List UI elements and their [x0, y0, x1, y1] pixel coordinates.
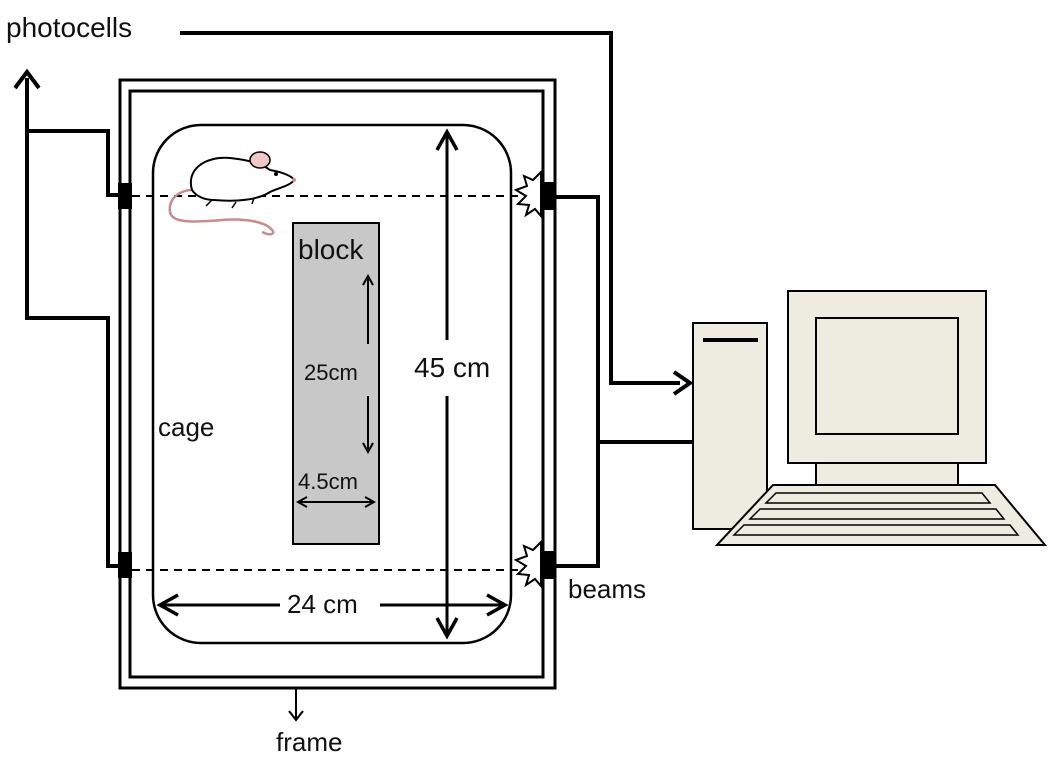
frame [118, 78, 557, 690]
photocell-wires-right [180, 31, 694, 568]
block-label: block [298, 234, 364, 265]
cage-outline [151, 123, 513, 645]
computer-stand [815, 462, 959, 486]
mouse-icon [168, 151, 296, 236]
desktop-computer-icon [692, 290, 1048, 546]
photocell-receiver-top [541, 182, 555, 210]
beams-label: beams [568, 574, 646, 604]
photocell-emitter-top [118, 183, 132, 209]
photocell-wires-left [13, 68, 118, 568]
cage-label: cage [158, 412, 214, 442]
block-length-label: 25cm [304, 360, 358, 385]
computer-keyboard [714, 484, 1048, 546]
block-width-label: 4.5cm [298, 469, 358, 494]
photocells-label: photocells [6, 12, 132, 43]
photocell-receiver-bottom [541, 551, 555, 579]
beam-burst-bottom-icon [513, 539, 542, 589]
photocell-emitter-bottom [118, 552, 132, 578]
frame-pointer-arrow [288, 688, 304, 722]
frame-label: frame [276, 727, 342, 757]
cage-width-label: 24 cm [287, 589, 358, 619]
computer-tower [692, 322, 768, 530]
beam-burst-top-icon [513, 169, 542, 219]
cage-height-label: 45 cm [414, 352, 490, 383]
computer-screen [815, 317, 959, 435]
